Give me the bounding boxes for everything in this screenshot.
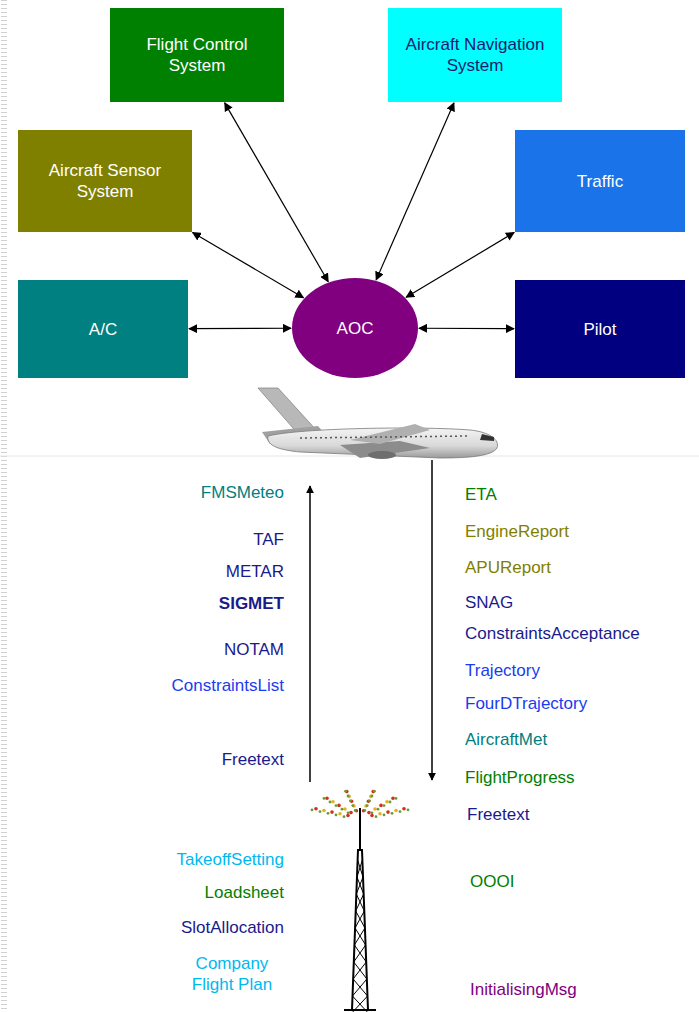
connector-arrow: [406, 233, 514, 298]
message-label: AircraftMet: [465, 729, 547, 750]
connector-arrow: [189, 328, 291, 330]
node-text: AOC: [327, 312, 384, 345]
system-box: Pilot: [515, 280, 685, 378]
airplane: [258, 388, 498, 459]
message-label: ConstraintsAcceptance: [465, 623, 640, 644]
message-label: FMSMeteo: [201, 482, 284, 503]
node-text: Pilot: [573, 313, 626, 346]
connector-arrow: [225, 103, 329, 282]
message-label: OOOI: [470, 871, 514, 892]
system-box: A/C: [18, 280, 188, 378]
message-label: FourDTrajectory: [465, 693, 587, 714]
message-label: Company Flight Plan: [180, 953, 284, 995]
connector-arrow: [419, 328, 514, 330]
radio-waves: [311, 790, 410, 818]
message-label: ETA: [465, 484, 497, 505]
message-label: SIGMET: [219, 593, 284, 614]
message-label: InitialisingMsg: [470, 979, 577, 1000]
system-box: Traffic: [515, 130, 685, 232]
system-box: Aircraft Navigation System: [388, 8, 562, 102]
message-label: TakeoffSetting: [177, 849, 284, 870]
message-label: SlotAllocation: [181, 917, 284, 938]
connector-arrow: [376, 103, 454, 280]
message-label: FlightProgress: [465, 767, 575, 788]
message-label: ConstraintsList: [172, 675, 284, 696]
message-label: SNAG: [465, 592, 513, 613]
uplink-arrow: [309, 486, 311, 782]
message-label: Trajectory: [465, 660, 540, 681]
message-label: NOTAM: [224, 639, 284, 660]
node-text: A/C: [79, 313, 127, 346]
aoc-ellipse: AOC: [292, 278, 418, 378]
system-box: Flight Control System: [110, 8, 284, 102]
margin-line: [1, 0, 7, 1012]
system-box: Aircraft Sensor System: [18, 130, 192, 232]
downlink-arrow: [431, 460, 433, 780]
message-label: EngineReport: [465, 521, 569, 542]
message-label: Freetext: [222, 749, 284, 770]
node-text: Flight Control System: [110, 28, 284, 82]
separator-line: [0, 456, 699, 457]
node-text: Traffic: [567, 165, 633, 198]
node-text: Aircraft Navigation System: [388, 28, 562, 82]
node-text: Aircraft Sensor System: [18, 154, 192, 208]
message-label: TAF: [253, 529, 284, 550]
connector-arrow: [193, 233, 304, 298]
radio-tower: [344, 808, 376, 1012]
message-label: APUReport: [465, 557, 551, 578]
message-label: Freetext: [467, 804, 529, 825]
message-label: METAR: [226, 561, 284, 582]
message-label: Loadsheet: [205, 882, 284, 903]
